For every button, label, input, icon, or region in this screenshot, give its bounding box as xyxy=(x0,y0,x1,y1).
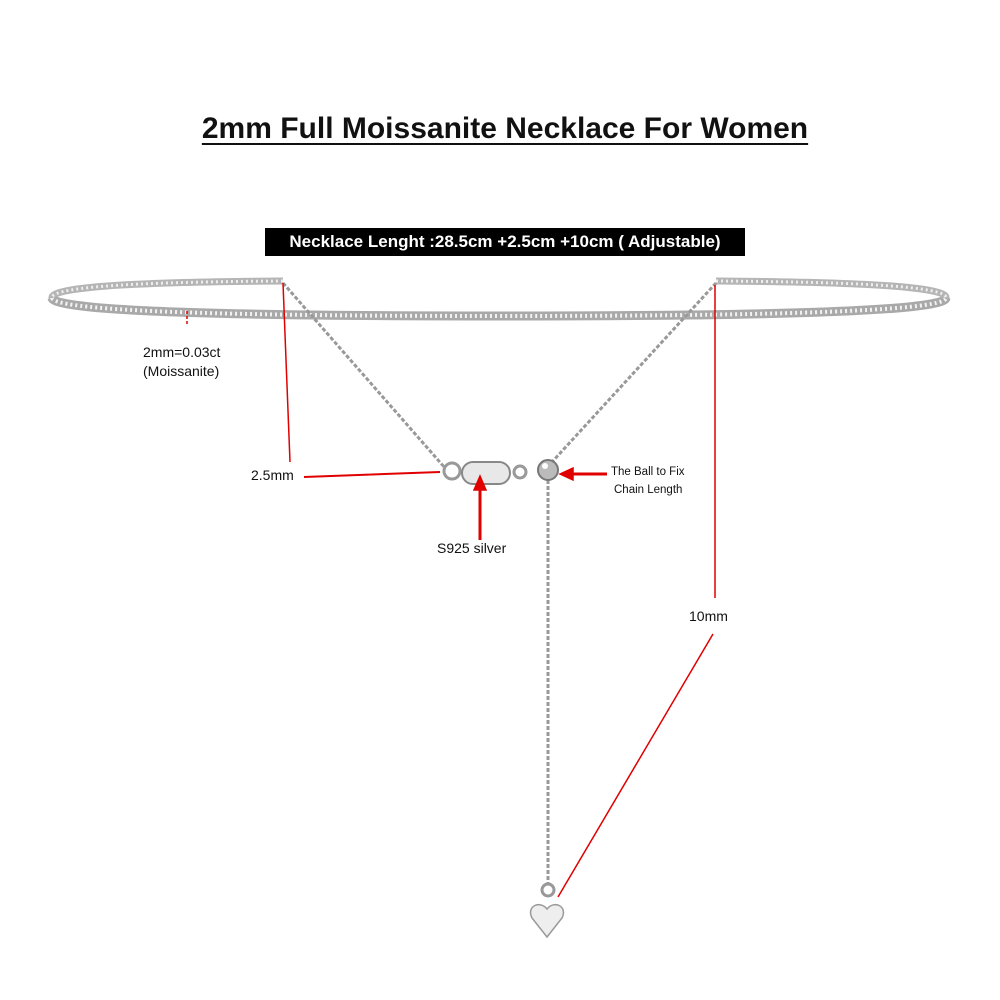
ball-label-line2: Chain Length xyxy=(614,484,683,496)
chain-left xyxy=(281,282,447,469)
tennis-stones xyxy=(50,296,948,319)
stone-size-label: 2mm=0.03ct xyxy=(143,344,221,360)
chain-width-label: 2.5mm xyxy=(251,467,294,483)
adjuster-ball-icon xyxy=(537,459,559,481)
ball-label-line1: The Ball to Fix xyxy=(611,466,685,478)
length-label: Necklace Lenght :28.5cm +2.5cm +10cm ( A… xyxy=(265,228,745,256)
lobster-clasp-icon xyxy=(461,461,511,485)
annotation-lines xyxy=(186,282,716,898)
jump-ring xyxy=(442,461,462,481)
heart-tag-icon xyxy=(529,903,565,939)
product-title: 2mm Full Moissanite Necklace For Women xyxy=(201,112,809,145)
chain-right xyxy=(550,281,718,464)
material-label: S925 silver xyxy=(437,540,507,556)
extender-label: 10mm xyxy=(689,608,728,624)
stone-type-label: (Moissanite) xyxy=(143,363,220,379)
